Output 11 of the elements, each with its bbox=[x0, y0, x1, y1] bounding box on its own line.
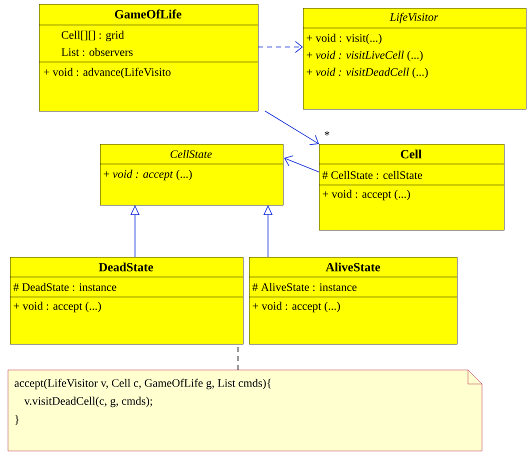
class-box: AliveState # AliveState : instance + void : accept (...) bbox=[248, 257, 458, 344]
edge-label: * bbox=[324, 131, 330, 136]
note-box: accept(LifeVisitor v, Cell c, GameOfLife g, List cmds){ v.visitDeadCell(c, g, cmds); } bbox=[8, 370, 482, 452]
arrow bbox=[284, 155, 320, 172]
class-box: CellState + void : accept (...) bbox=[100, 144, 284, 206]
arrow bbox=[264, 110, 319, 146]
class-box: DeadState # DeadState : instance + void : accept (...) bbox=[10, 257, 244, 344]
class-box: GameOfLife Cell[][] : grid List : observers + void : advance(LifeVisito bbox=[38, 4, 258, 112]
class-box: Cell # CellState : cellState + void : accept (...) bbox=[318, 144, 504, 230]
arrow bbox=[258, 41, 303, 53]
class-box: LifeVisitor + void : visit(...) + void : visitLiveCell (...) + void : visitDeadCell (...) bbox=[302, 8, 526, 110]
